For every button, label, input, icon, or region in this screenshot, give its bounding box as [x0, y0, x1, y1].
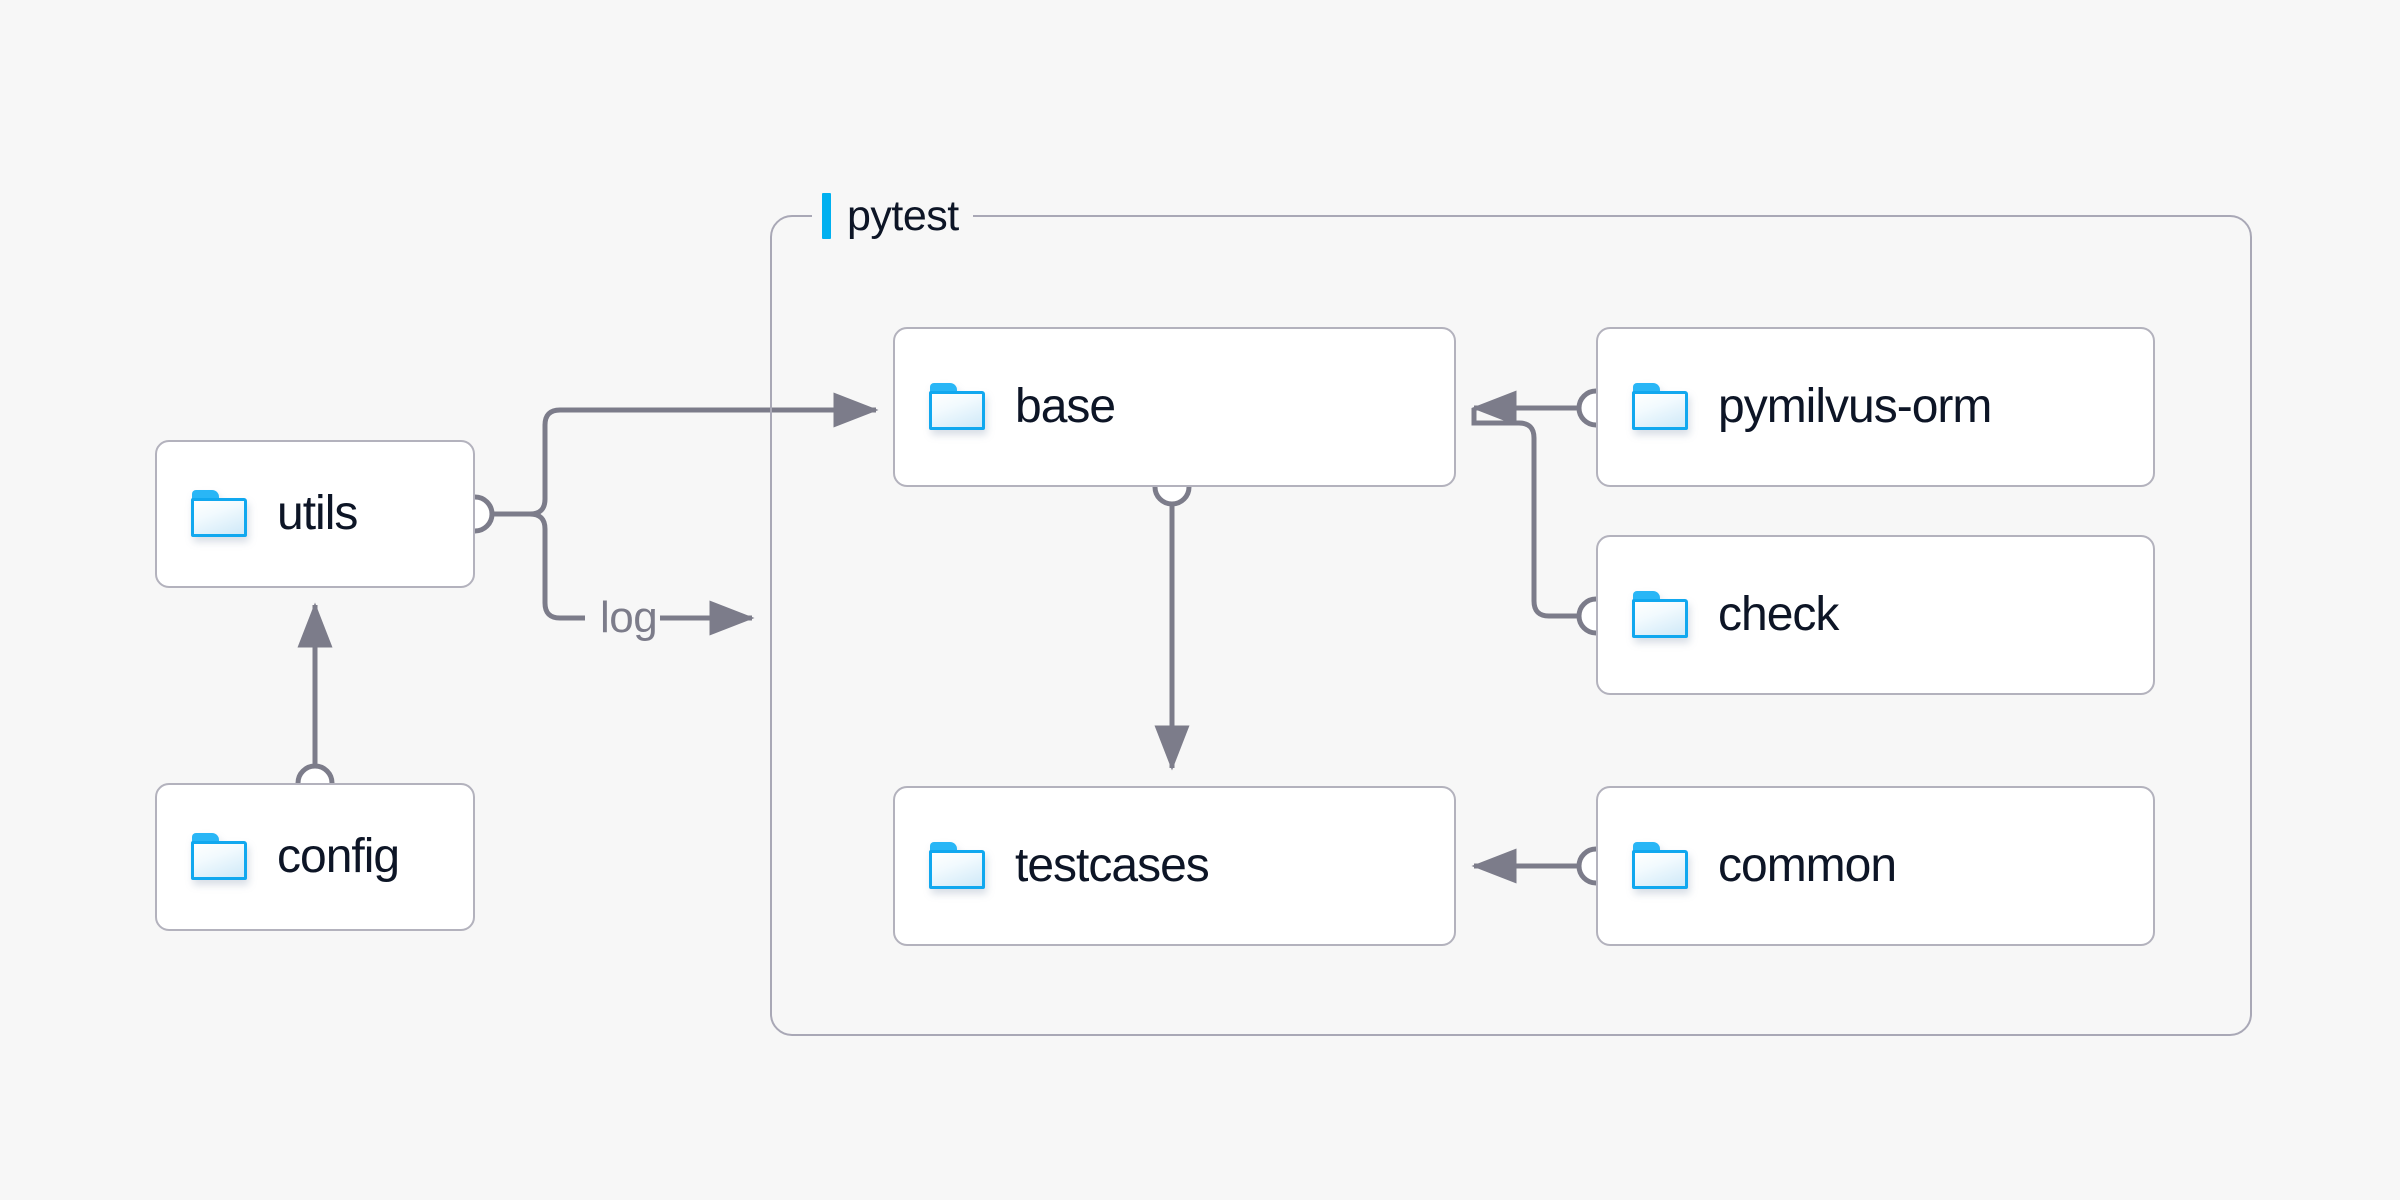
- accent-bar-icon: [822, 193, 831, 239]
- node-config-label: config: [277, 830, 400, 883]
- group-pytest[interactable]: [770, 215, 2252, 1036]
- folder-icon: [1632, 383, 1690, 431]
- edge-label-log: log: [600, 593, 658, 642]
- node-utils[interactable]: utils: [155, 440, 475, 588]
- node-common-label: common: [1718, 839, 1897, 892]
- node-pymilvus-orm[interactable]: pymilvus-orm: [1596, 327, 2155, 487]
- node-common[interactable]: common: [1596, 786, 2155, 946]
- node-utils-label: utils: [277, 487, 358, 540]
- folder-icon: [1632, 842, 1690, 890]
- node-base[interactable]: base: [893, 327, 1456, 487]
- folder-icon: [1632, 591, 1690, 639]
- folder-icon: [191, 490, 249, 538]
- folder-icon: [191, 833, 249, 881]
- node-testcases-label: testcases: [1015, 839, 1210, 892]
- node-base-label: base: [1015, 380, 1116, 433]
- folder-icon: [929, 383, 987, 431]
- group-pytest-label: pytest: [812, 190, 973, 242]
- node-testcases[interactable]: testcases: [893, 786, 1456, 946]
- edge-utils-to-log: [492, 511, 585, 621]
- node-config[interactable]: config: [155, 783, 475, 931]
- group-pytest-label-text: pytest: [847, 191, 959, 240]
- node-check[interactable]: check: [1596, 535, 2155, 695]
- node-check-label: check: [1718, 588, 1839, 641]
- node-pymilvus-orm-label: pymilvus-orm: [1718, 380, 1992, 433]
- folder-icon: [929, 842, 987, 890]
